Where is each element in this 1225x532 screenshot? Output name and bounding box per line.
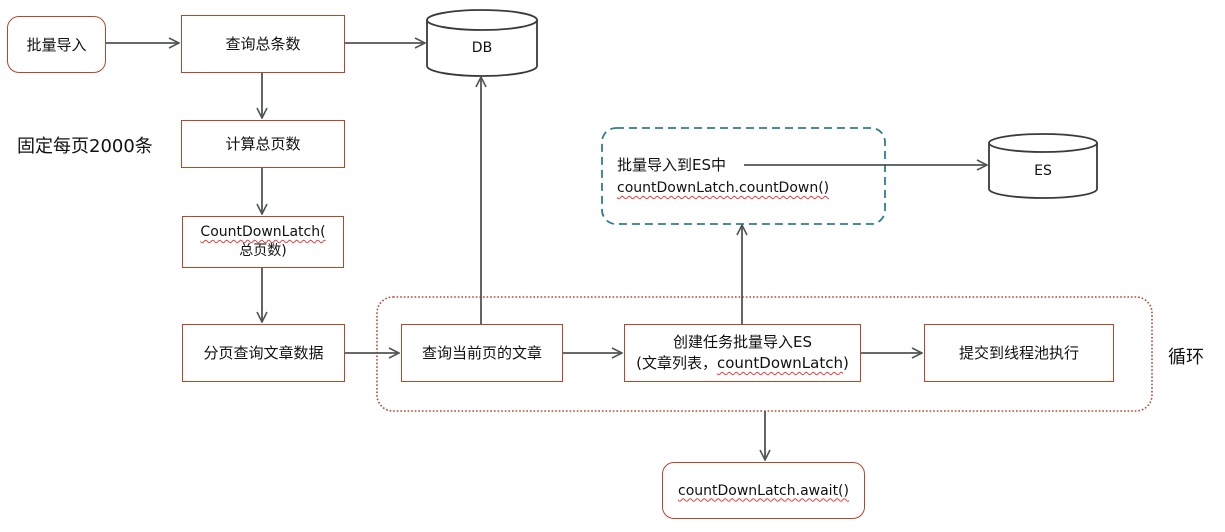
query-current-page-node[interactable]: 查询当前页的文章 — [401, 324, 563, 382]
query-total-node[interactable]: 查询总条数 — [181, 15, 345, 73]
create-task-line2-prefix: (文章列表， — [636, 354, 717, 372]
submit-pool-node[interactable]: 提交到线程池执行 — [924, 324, 1114, 382]
create-task-line2-suffix: ) — [843, 354, 849, 372]
page-size-note: 固定每页2000条 — [17, 136, 153, 157]
query-current-page-label: 查询当前页的文章 — [421, 344, 542, 362]
create-task-line2-code: countDownLatch — [716, 354, 843, 372]
submit-pool-label: 提交到线程池执行 — [958, 344, 1079, 362]
loop-label: 循环 — [1168, 347, 1204, 368]
create-task-line2: (文章列表，countDownLatch) — [636, 353, 849, 374]
batch-import-label: 批量导入 — [26, 35, 87, 54]
batch-import-node[interactable]: 批量导入 — [7, 16, 106, 73]
countdown-create-node[interactable]: CountDownLatch( 总页数) — [182, 216, 344, 268]
query-total-label: 查询总条数 — [225, 35, 301, 53]
es-cylinder — [988, 133, 1098, 199]
es-group-line1: 批量导入到ES中 — [617, 156, 726, 174]
create-task-line1: 创建任务批量导入ES — [673, 333, 812, 351]
await-label: countDownLatch.await() — [678, 482, 849, 499]
create-task-node[interactable]: 创建任务批量导入ES (文章列表，countDownLatch) — [624, 324, 861, 382]
calc-pages-label: 计算总页数 — [225, 135, 301, 153]
es-group-line2: countDownLatch.countDown() — [617, 180, 830, 196]
await-node[interactable]: countDownLatch.await() — [662, 462, 865, 519]
page-query-node[interactable]: 分页查询文章数据 — [182, 324, 345, 382]
es-group — [601, 127, 886, 225]
db-label: DB — [471, 40, 493, 56]
es-label: ES — [1034, 163, 1052, 179]
calc-pages-node[interactable]: 计算总页数 — [181, 120, 345, 168]
page-query-label: 分页查询文章数据 — [203, 344, 324, 362]
db-cylinder — [426, 9, 538, 77]
countdown-create-line1: CountDownLatch( — [200, 224, 326, 240]
countdown-create-line2: 总页数) — [239, 243, 287, 259]
